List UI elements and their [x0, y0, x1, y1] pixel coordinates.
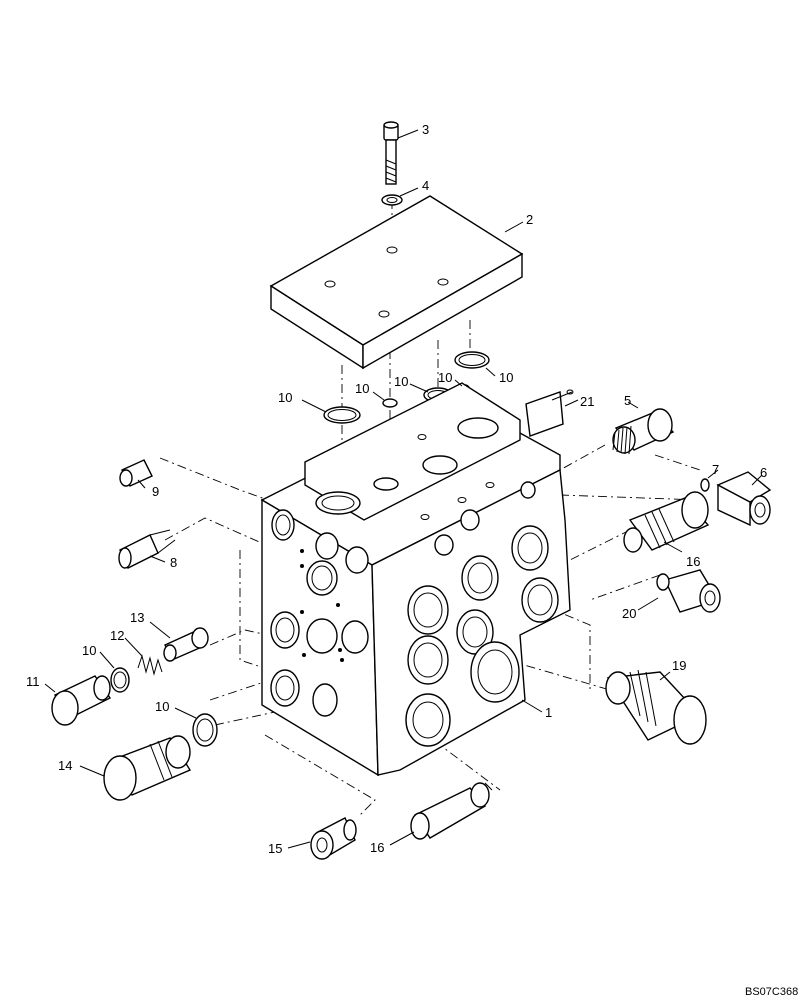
cartridge-16-bottom: [410, 782, 493, 840]
callout-10-c: 10: [394, 374, 408, 389]
callout-10-f: 10: [82, 643, 96, 658]
plug-11: [51, 675, 112, 726]
callout-14: 14: [58, 758, 72, 773]
callout-10-a: 10: [278, 390, 292, 405]
callout-7: 7: [712, 462, 719, 477]
callout-16-right: 16: [686, 554, 700, 569]
callout-21: 21: [580, 394, 594, 409]
callout-10-e: 10: [499, 370, 513, 385]
relief-valve-5: [612, 408, 675, 455]
cartridge-16-right: [623, 491, 710, 553]
callout-5: 5: [624, 393, 631, 408]
callout-6: 6: [760, 465, 767, 480]
o-ring-10-left: [110, 667, 218, 747]
callout-15: 15: [268, 841, 282, 856]
callout-labels: 3 4 2 10 10 10 10 10 21 5 7 6 16 20 19 1…: [26, 122, 767, 856]
spool-13: [163, 627, 209, 662]
drawing-code: BS07C368: [745, 986, 798, 998]
plug-9: [119, 459, 153, 487]
spring-12: [137, 654, 163, 676]
plug-15: [310, 817, 357, 860]
callout-19: 19: [672, 658, 686, 673]
callout-2: 2: [526, 212, 533, 227]
callout-4: 4: [422, 178, 429, 193]
callout-20: 20: [622, 606, 636, 621]
valve-body-1: [260, 382, 571, 777]
bolt-3: [383, 121, 399, 185]
callout-13: 13: [130, 610, 144, 625]
plate-21: [525, 389, 574, 437]
callout-10-d: 10: [438, 370, 452, 385]
leader-lines: [44, 129, 763, 849]
callout-10-g: 10: [155, 699, 169, 714]
o-ring-7: [700, 478, 710, 492]
cover-plate-2: [269, 195, 524, 370]
callout-8: 8: [170, 555, 177, 570]
callout-16-bottom: 16: [370, 840, 384, 855]
callout-3: 3: [422, 122, 429, 137]
callout-12: 12: [110, 628, 124, 643]
valve-20: [656, 569, 721, 613]
callout-10-b: 10: [355, 381, 369, 396]
valve-14: [103, 735, 192, 801]
callout-9: 9: [152, 484, 159, 499]
callout-11: 11: [26, 674, 40, 689]
washer-4: [381, 194, 403, 206]
callout-1: 1: [545, 705, 552, 720]
valve-19: [605, 669, 707, 745]
plug-8: [118, 529, 176, 569]
